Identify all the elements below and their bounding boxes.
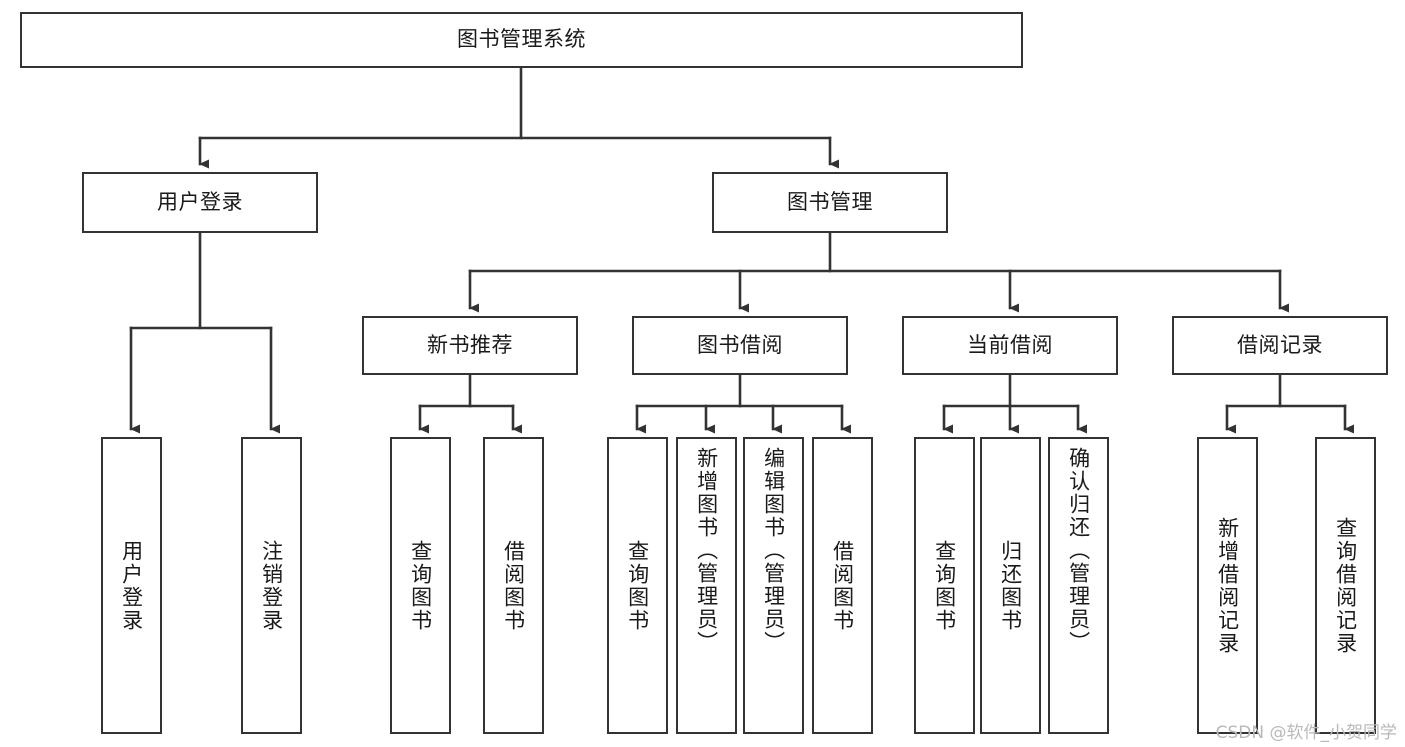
node-new-book-recommend-label: 新书推荐 (427, 332, 513, 357)
node-borrow-record-label: 借阅记录 (1237, 332, 1323, 357)
node-root-label: 图书管理系统 (457, 27, 586, 52)
leaf-rec-borrow-book[interactable]: 借阅图书 (483, 437, 544, 734)
leaf-rec-borrow-book-label: 借阅图书 (501, 539, 526, 632)
leaf-br-add-record-label: 新增借阅记录 (1215, 516, 1240, 655)
leaf-bb-borrow-book-label: 借阅图书 (830, 539, 855, 632)
node-current-borrow-label: 当前借阅 (967, 332, 1053, 357)
node-book-borrow[interactable]: 图书借阅 (632, 316, 848, 375)
leaf-br-query-record-label: 查询借阅记录 (1333, 516, 1358, 655)
leaf-bb-add-book[interactable]: 新增图书（管理员） (676, 437, 737, 734)
node-book-borrow-label: 图书借阅 (697, 332, 783, 357)
leaf-bb-borrow-book[interactable]: 借阅图书 (812, 437, 873, 734)
leaf-br-query-record[interactable]: 查询借阅记录 (1315, 437, 1376, 734)
leaf-user-logout[interactable]: 注销登录 (241, 437, 302, 734)
leaf-cb-confirm-return-label: 确认归还（管理员） (1066, 447, 1091, 654)
node-user-login[interactable]: 用户登录 (82, 172, 318, 233)
node-current-borrow[interactable]: 当前借阅 (902, 316, 1118, 375)
node-root[interactable]: 图书管理系统 (20, 12, 1023, 68)
node-book-management-label: 图书管理 (787, 189, 873, 214)
leaf-bb-add-book-label: 新增图书（管理员） (694, 447, 719, 654)
leaf-user-logout-label: 注销登录 (259, 539, 284, 632)
leaf-bb-query-book[interactable]: 查询图书 (607, 437, 668, 734)
leaf-user-login[interactable]: 用户登录 (101, 437, 162, 734)
leaf-bb-edit-book-label: 编辑图书（管理员） (761, 447, 786, 654)
leaf-br-add-record[interactable]: 新增借阅记录 (1197, 437, 1258, 734)
leaf-cb-return-book-label: 归还图书 (998, 539, 1023, 632)
leaf-cb-return-book[interactable]: 归还图书 (980, 437, 1041, 734)
leaf-cb-query-book[interactable]: 查询图书 (914, 437, 975, 734)
leaf-cb-confirm-return[interactable]: 确认归还（管理员） (1048, 437, 1109, 734)
leaf-bb-query-book-label: 查询图书 (625, 539, 650, 632)
leaf-bb-edit-book[interactable]: 编辑图书（管理员） (743, 437, 804, 734)
watermark-text: CSDN @软件_小贺同学 (1215, 723, 1397, 743)
node-book-management[interactable]: 图书管理 (712, 172, 948, 233)
node-borrow-record[interactable]: 借阅记录 (1172, 316, 1388, 375)
leaf-user-login-label: 用户登录 (119, 539, 144, 632)
node-user-login-label: 用户登录 (157, 189, 243, 214)
node-new-book-recommend[interactable]: 新书推荐 (362, 316, 578, 375)
leaf-rec-query-book[interactable]: 查询图书 (390, 437, 451, 734)
leaf-rec-query-book-label: 查询图书 (408, 539, 433, 632)
leaf-cb-query-book-label: 查询图书 (932, 539, 957, 632)
